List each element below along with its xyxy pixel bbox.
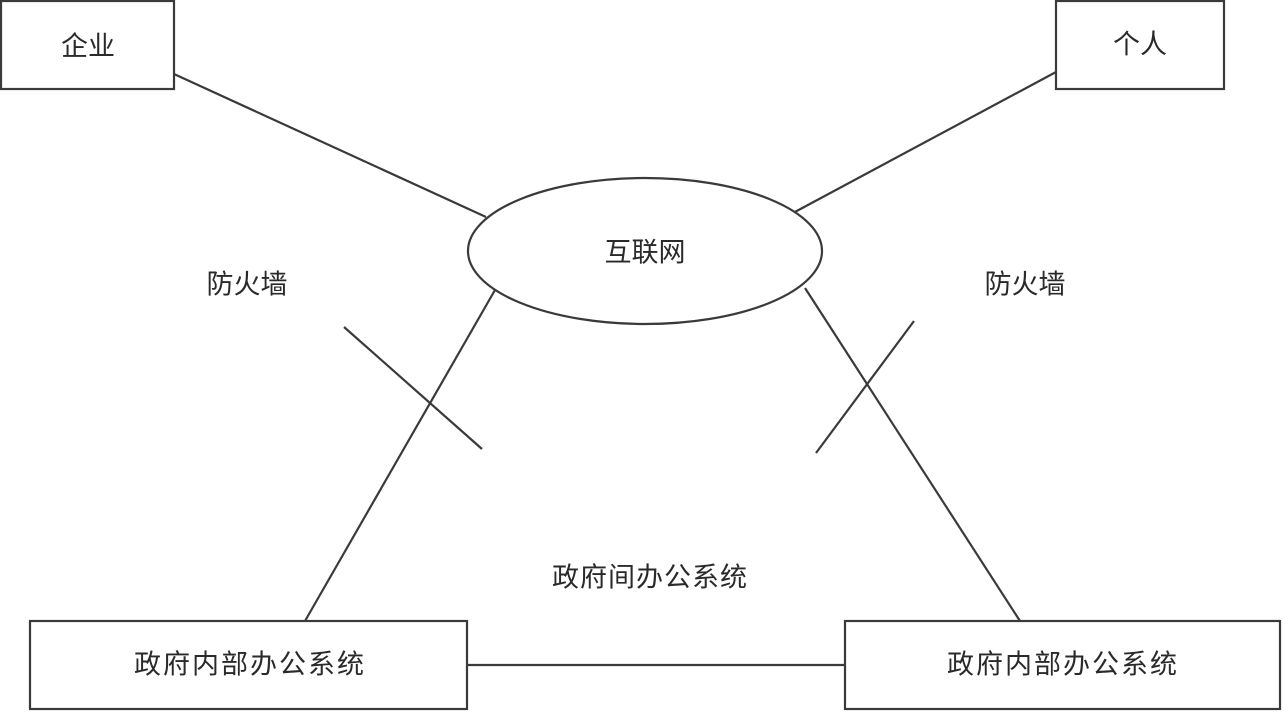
firewall-mark-left (343, 326, 483, 450)
firewall-mark-right (815, 320, 915, 454)
internet-label: 互联网 (605, 238, 686, 269)
edge-enterprise-internet (173, 73, 487, 218)
gov-internal-left-box (28, 619, 469, 711)
individual-box (1054, 0, 1226, 91)
edge-internet-gov-right (804, 287, 1021, 622)
gov-internal-left-label: 政府内部办公系统 (134, 650, 366, 681)
enterprise-label: 企业 (61, 32, 115, 63)
firewall-right-label: 防火墙 (985, 270, 1066, 301)
edge-internet-gov-left (304, 289, 496, 622)
individual-label: 个人 (1113, 30, 1167, 61)
inter-gov-label: 政府间办公系统 (552, 563, 748, 594)
firewall-left-label: 防火墙 (207, 270, 288, 301)
edge-individual-internet (792, 71, 1057, 214)
gov-internal-right-label: 政府内部办公系统 (947, 650, 1179, 681)
internet-ellipse (466, 176, 824, 326)
gov-internal-right-box (843, 619, 1282, 711)
enterprise-box (0, 0, 176, 91)
